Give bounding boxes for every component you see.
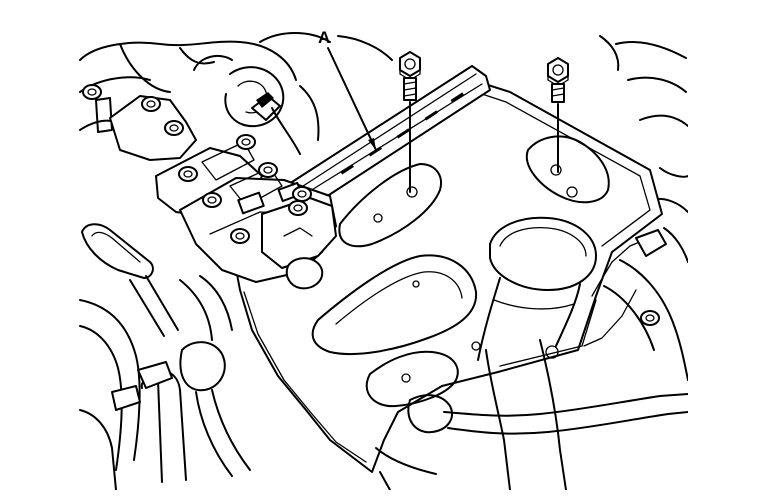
lower-cable — [375, 393, 688, 490]
hold-down-bracket — [291, 65, 491, 207]
dipstick-handle — [81, 223, 179, 337]
hold-down-bolt-left — [399, 51, 421, 193]
engine-background-right — [599, 35, 688, 263]
callout-a: A — [318, 28, 377, 151]
callout-a-label: A — [318, 28, 330, 47]
hold-down-bolt-right — [547, 57, 569, 173]
right-bracket — [603, 229, 688, 381]
reservoir-cap — [477, 216, 597, 490]
hoses — [79, 275, 251, 490]
